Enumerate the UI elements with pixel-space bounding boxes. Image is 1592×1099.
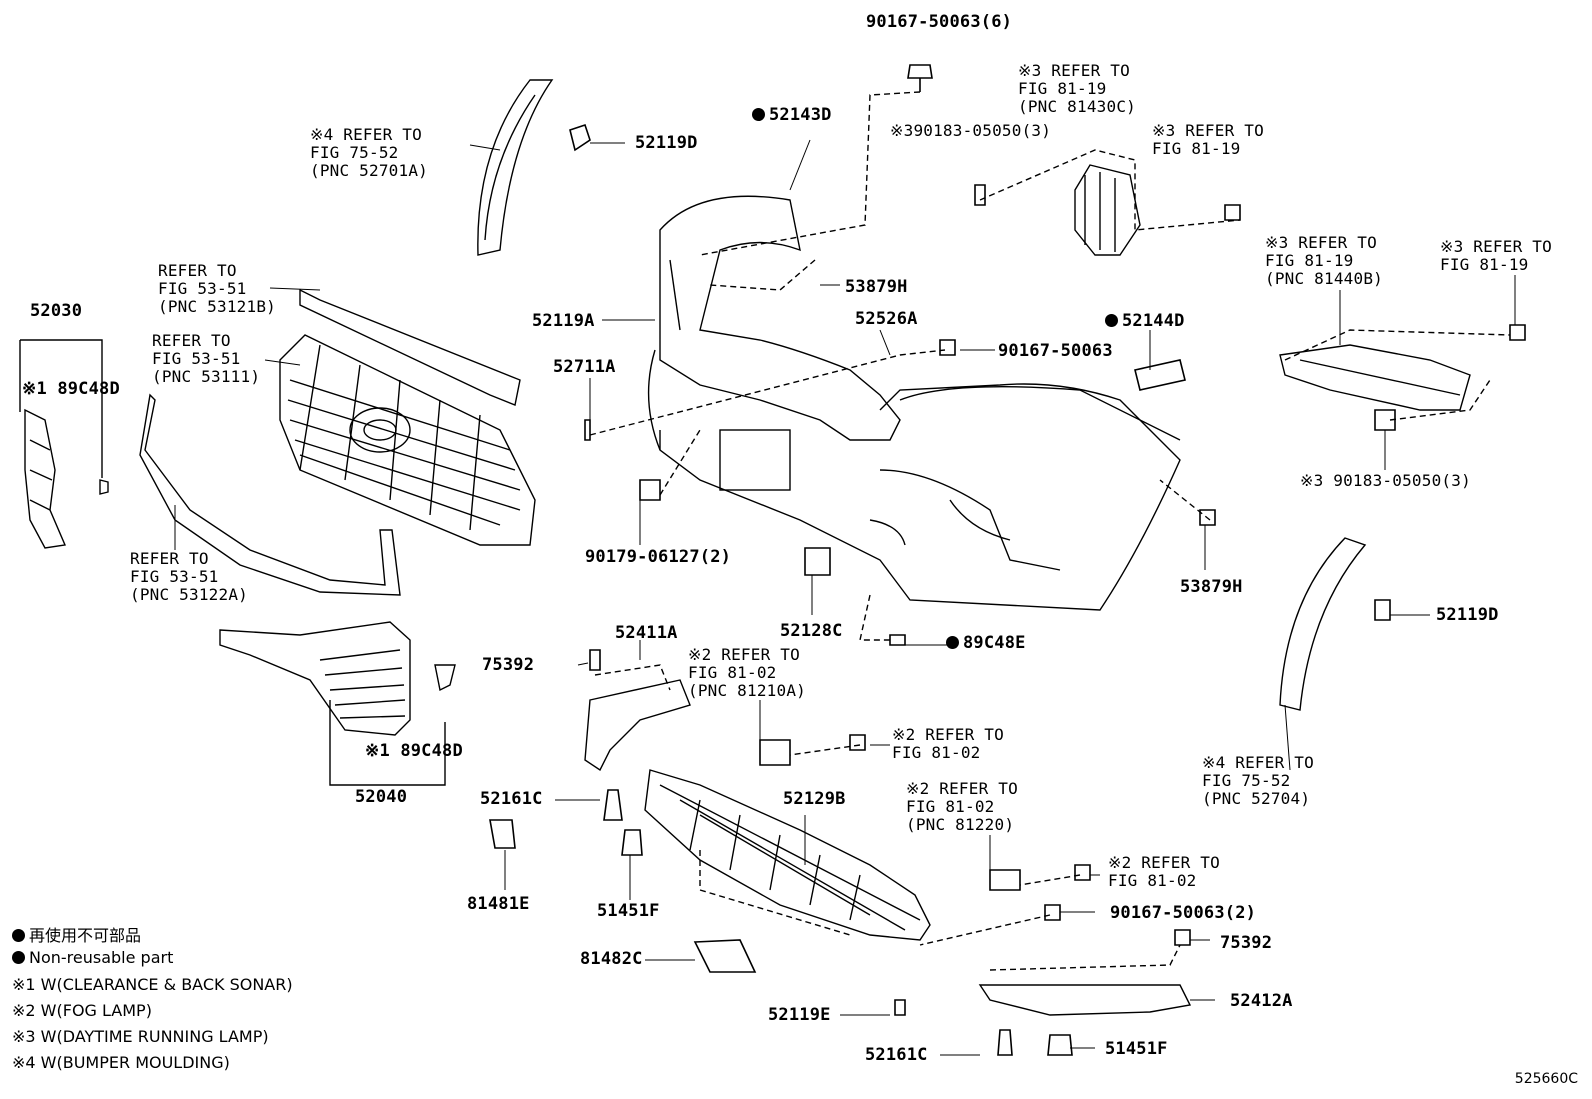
- part-label-52143d: 52143D: [752, 106, 832, 124]
- drl-lamp-right: [1279, 344, 1471, 411]
- ref-fig-53-51-pnc-53111: REFER TO FIG 53-51 (PNC 53111): [152, 331, 261, 386]
- part-label-52119d-right: 52119D: [1436, 605, 1499, 625]
- part-label-81482c: 81482C: [580, 949, 643, 969]
- part-label-51451f-a: 51451F: [597, 901, 660, 921]
- ref-fig-81-19-pnc-81440b: ※3 REFER TO FIG 81-19 (PNC 81440B): [1265, 233, 1383, 288]
- part-label-90167-50063-6: 90167-50063(6): [866, 12, 1013, 32]
- part-label-90167-50063-mid: 90167-50063: [998, 341, 1113, 361]
- part-label-51451f-b: 51451F: [1105, 1039, 1168, 1059]
- part-label-52119e: 52119E: [768, 1005, 831, 1025]
- non-reusable-dot-icon: [752, 108, 765, 121]
- ref-fig-81-02-pnc-81210a: ※2 REFER TO FIG 81-02 (PNC 81210A): [688, 645, 806, 700]
- ref-fig-81-19-b: ※3 REFER TO FIG 81-19: [1440, 237, 1552, 274]
- part-label-52526a: 52526A: [855, 309, 918, 329]
- legend-non-reusable-jp: 再使用不可部品: [12, 922, 141, 946]
- lower-grille: [644, 769, 931, 941]
- part-label-90183-05050-top: ※390183-05050(3): [890, 121, 1052, 140]
- ref-fig-75-52-pnc-52704: ※4 REFER TO FIG 75-52 (PNC 52704): [1202, 753, 1314, 808]
- part-label-52129b: 52129B: [783, 789, 846, 809]
- grille-moulding-lower: [139, 393, 401, 596]
- part-label-75392-a: 75392: [482, 655, 535, 675]
- part-label-52144d: 52144D: [1105, 312, 1185, 330]
- leader-lines: [174, 139, 1516, 1056]
- part-label-52119d-top: 52119D: [635, 133, 698, 153]
- wheel-arch-moulding-left: [477, 79, 554, 256]
- part-label-52412a: 52412A: [1230, 991, 1293, 1011]
- part-label-75392-b: 75392: [1220, 933, 1273, 953]
- ref-fig-53-51-pnc-53122a: REFER TO FIG 53-51 (PNC 53122A): [130, 549, 248, 604]
- ref-fig-81-19-pnc-81430c: ※3 REFER TO FIG 81-19 (PNC 81430C): [1018, 61, 1136, 116]
- ref-fig-81-02-pnc-81220: ※2 REFER TO FIG 81-02 (PNC 81220): [906, 779, 1018, 834]
- non-reusable-dot-icon: [12, 929, 25, 942]
- part-label-53879h-b: 53879H: [1180, 577, 1243, 597]
- part-label-52040: 52040: [355, 787, 408, 807]
- side-bracket: [584, 679, 691, 772]
- part-label-52161c-a: 52161C: [480, 789, 543, 809]
- part-label-90183-05050-right: ※3 90183-05050(3): [1300, 471, 1471, 490]
- part-label-53879h-a: 53879H: [845, 277, 908, 297]
- part-label-52119a: 52119A: [532, 311, 595, 331]
- part-label-52030: 52030: [30, 301, 83, 321]
- wheel-arch-moulding-right: [1279, 537, 1367, 711]
- part-label-52128c: 52128C: [780, 621, 843, 641]
- ref-fig-81-02-a: ※2 REFER TO FIG 81-02: [892, 725, 1004, 762]
- legend-note-3: ※3 W(DAYTIME RUNNING LAMP): [12, 1027, 269, 1046]
- grille-moulding-top: [299, 288, 521, 406]
- part-label-52161c-b: 52161C: [865, 1045, 928, 1065]
- front-bumper-cover: [647, 195, 1181, 611]
- side-retainer-left: [19, 339, 109, 549]
- legend-note-1: ※1 W(CLEARANCE & BACK SONAR): [12, 975, 293, 994]
- assembly-lines: [589, 91, 1511, 971]
- ref-fig-81-02-b: ※2 REFER TO FIG 81-02: [1108, 853, 1220, 890]
- ref-fig-75-52-pnc-52701a: ※4 REFER TO FIG 75-52 (PNC 52701A): [310, 125, 428, 180]
- ref-fig-53-51-pnc-53121b: REFER TO FIG 53-51 (PNC 53121B): [158, 261, 276, 316]
- part-label-90167-50063-2: 90167-50063(2): [1110, 903, 1257, 923]
- lower-spoiler: [978, 984, 1192, 1016]
- part-label-89c48d-a: ※1 89C48D: [22, 379, 120, 399]
- legend-note-2: ※2 W(FOG LAMP): [12, 1001, 152, 1020]
- fog-lamp-cover: [219, 621, 456, 786]
- part-label-81481e: 81481E: [467, 894, 530, 914]
- diagram-id: 525660C: [1514, 1071, 1578, 1087]
- part-label-90179-06127: 90179-06127(2): [585, 547, 732, 567]
- part-label-89c48e: 89C48E: [946, 634, 1026, 652]
- legend-non-reusable-en: Non-reusable part: [12, 948, 173, 967]
- non-reusable-dot-icon: [946, 636, 959, 649]
- radiator-grille: [279, 334, 536, 546]
- non-reusable-dot-icon: [1105, 314, 1118, 327]
- ref-fig-81-19-a: ※3 REFER TO FIG 81-19: [1152, 121, 1264, 158]
- legend-note-4: ※4 W(BUMPER MOULDING): [12, 1053, 230, 1072]
- part-label-89c48d-b: ※1 89C48D: [365, 741, 463, 761]
- non-reusable-dot-icon: [12, 951, 25, 964]
- part-label-52711a: 52711A: [553, 357, 616, 377]
- part-label-52411a: 52411A: [615, 623, 678, 643]
- drl-housing-upper: [1074, 164, 1141, 256]
